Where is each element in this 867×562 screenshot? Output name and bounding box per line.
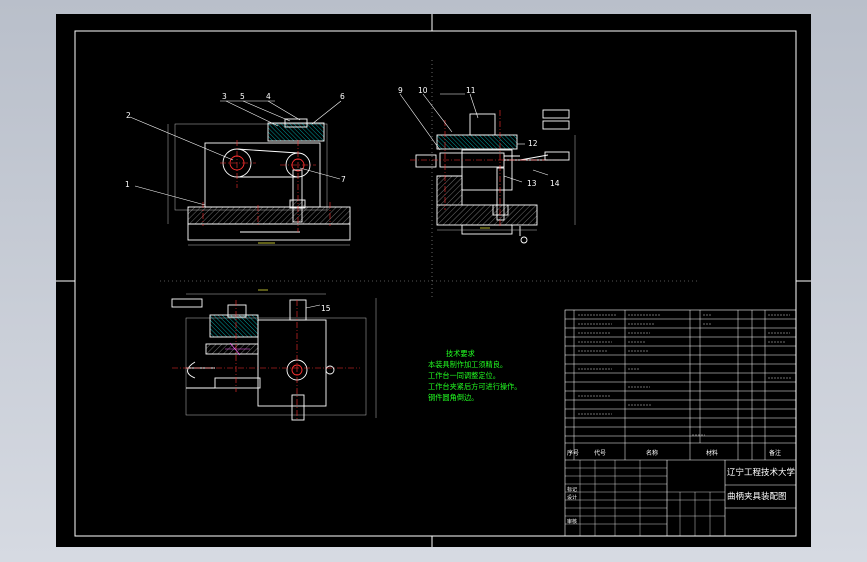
view-guides [160,60,700,300]
balloon-13: 13 [527,179,537,188]
note-line-4: 钢件圆角倒边。 [428,393,479,402]
note-line-1: 本装具制作加工须精良。 [428,360,508,369]
balloon-4: 4 [266,92,271,101]
centering-marks [56,14,811,547]
tb-row-design: 设计 [567,495,578,501]
top-balloons: 15 [321,304,331,313]
balloon-10: 10 [418,86,428,95]
balloon-12: 12 [528,139,538,148]
balloon-5: 5 [240,92,245,101]
tb-row-review: 审核 [567,519,578,525]
dimension-markers [258,227,490,291]
balloon-15: 15 [321,304,331,313]
technical-notes: 技术要求 本装具制作加工须精良。 工作台一同调整定位。 工作台夹紧后方可进行操作… [428,348,521,403]
balloon-9: 9 [398,86,403,95]
balloon-6: 6 [340,92,345,101]
balloon-11: 11 [466,86,476,95]
sheet-background [56,14,811,547]
school-name: 辽宁工程技术大学 [727,468,796,478]
top-view [171,293,377,421]
note-line-2: 工作台一同调整定位。 [428,371,500,380]
balloon-1: 1 [125,180,130,189]
title-block [564,309,797,537]
side-balloons: 9 10 11 12 13 14 [398,86,560,188]
tb-header-material: 材料 [706,450,719,457]
tb-header-remark: 备注 [769,450,782,457]
side-view [399,93,576,244]
balloon-7: 7 [341,175,346,184]
inner-frame [74,30,797,537]
tb-header-code: 代号 [594,450,607,457]
front-view [129,100,351,246]
balloon-3: 3 [222,92,227,101]
note-line-3: 工作台夹紧后方可进行操作。 [428,382,522,391]
tb-header-name: 名称 [646,450,659,457]
front-balloons: 1 2 3 4 5 6 7 [125,92,346,189]
balloon-14: 14 [550,179,560,188]
drawing-title: 曲柄夹具装配图 [727,492,787,502]
tb-header-seq: 序号 [567,450,580,457]
balloon-2: 2 [126,111,131,120]
notes-title: 技术要求 [446,349,475,358]
tb-row-mark: 标记 [567,487,578,493]
